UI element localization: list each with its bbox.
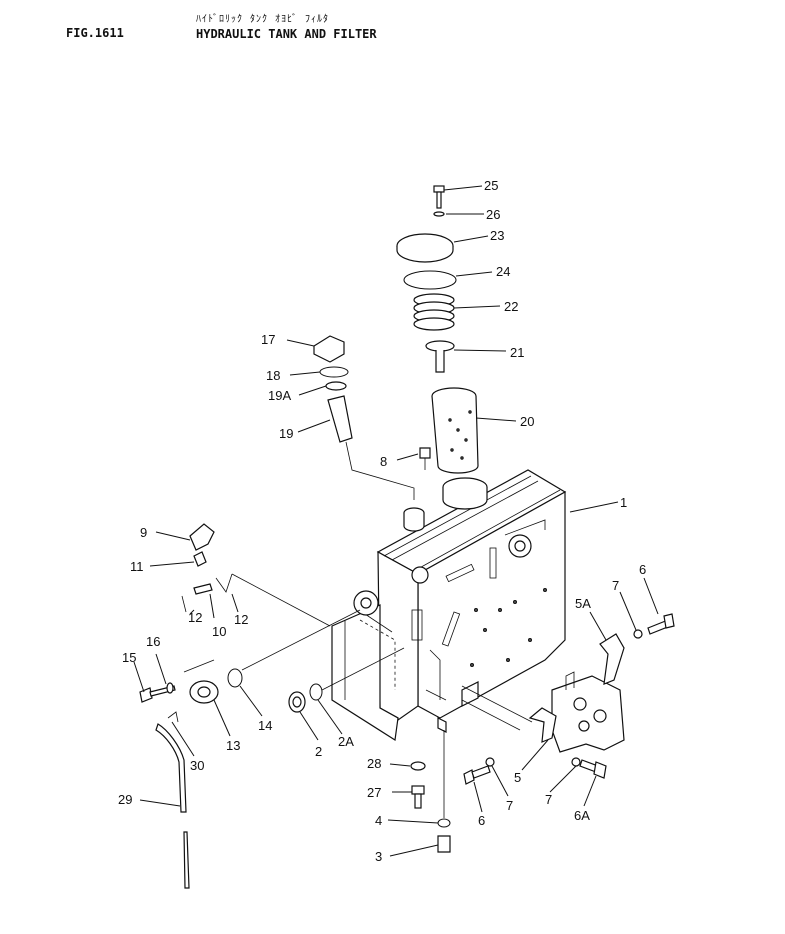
callout-25: 25 — [484, 178, 498, 193]
callout-2: 2 — [315, 744, 322, 759]
callout-14: 14 — [258, 718, 272, 733]
hydraulic-tank-body — [331, 469, 567, 742]
callout-2a: 2A — [338, 734, 354, 749]
callout-11: 11 — [130, 559, 144, 574]
callout-19a: 19A — [268, 388, 291, 403]
callout-26: 26 — [486, 207, 500, 222]
callout-7: 7 — [612, 578, 619, 593]
callout-23: 23 — [490, 228, 504, 243]
callout-5a: 5A — [575, 596, 591, 611]
bottom-parts — [288, 647, 451, 853]
callout-leaders — [133, 185, 659, 857]
callout-29: 29 — [118, 792, 132, 807]
callout-18: 18 — [266, 368, 280, 383]
callout-12: 12 — [188, 610, 202, 625]
callout-numbers: 25 26 23 24 22 21 20 1 8 17 18 19A 19 9 … — [118, 178, 646, 864]
callout-3: 3 — [375, 849, 382, 864]
callout-28: 28 — [367, 756, 381, 771]
callout-16: 16 — [146, 634, 160, 649]
callout-24: 24 — [496, 264, 510, 279]
callout-6: 6 — [639, 562, 646, 577]
callout-17: 17 — [261, 332, 275, 347]
filler-cap-assembly — [313, 335, 415, 500]
figure-number: FIG.1611 — [66, 26, 124, 40]
callout-6b: 6 — [478, 813, 485, 828]
callout-7c: 7 — [545, 792, 552, 807]
callout-8: 8 — [380, 454, 387, 469]
callout-19: 19 — [279, 426, 293, 441]
callout-13: 13 — [226, 738, 240, 753]
filter-assembly — [396, 185, 479, 474]
callout-1: 1 — [620, 495, 627, 510]
callout-22: 22 — [504, 299, 518, 314]
callout-12b: 12 — [234, 612, 248, 627]
callout-21: 21 — [510, 345, 524, 360]
callout-7b: 7 — [506, 798, 513, 813]
title-english: HYDRAULIC TANK AND FILTER — [196, 27, 377, 41]
left-side-parts — [139, 523, 361, 889]
callout-9: 9 — [140, 525, 147, 540]
callout-15: 15 — [122, 650, 136, 665]
callout-20: 20 — [520, 414, 534, 429]
callout-6a: 6A — [574, 808, 590, 823]
callout-5: 5 — [514, 770, 521, 785]
callout-10: 10 — [212, 624, 226, 639]
callout-4: 4 — [375, 813, 382, 828]
right-side-parts — [461, 613, 675, 785]
title-japanese: ﾊｲﾄﾞﾛﾘｯｸ ﾀﾝｸ ｵﾖﾋﾞ ﾌｨﾙﾀ — [196, 14, 330, 25]
callout-30: 30 — [190, 758, 204, 773]
callout-27: 27 — [367, 785, 381, 800]
